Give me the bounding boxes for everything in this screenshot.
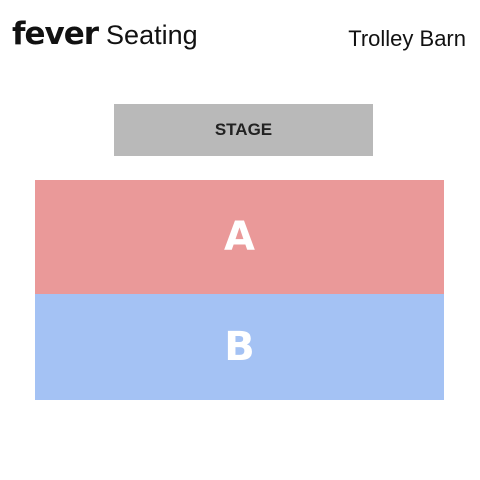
stage-label: STAGE (214, 120, 273, 139)
fever-logo: fever (12, 15, 99, 52)
stage-block: STAGE (114, 104, 373, 156)
venue-name: Trolley Barn (348, 26, 466, 51)
seating-section-a[interactable]: A (35, 180, 444, 294)
page-title: Seating (106, 20, 198, 50)
brand-header: fever Seating (12, 14, 198, 54)
section-a-label: A (224, 214, 255, 260)
seating-section-b[interactable]: B (35, 294, 444, 400)
section-b-label: B (224, 324, 255, 370)
